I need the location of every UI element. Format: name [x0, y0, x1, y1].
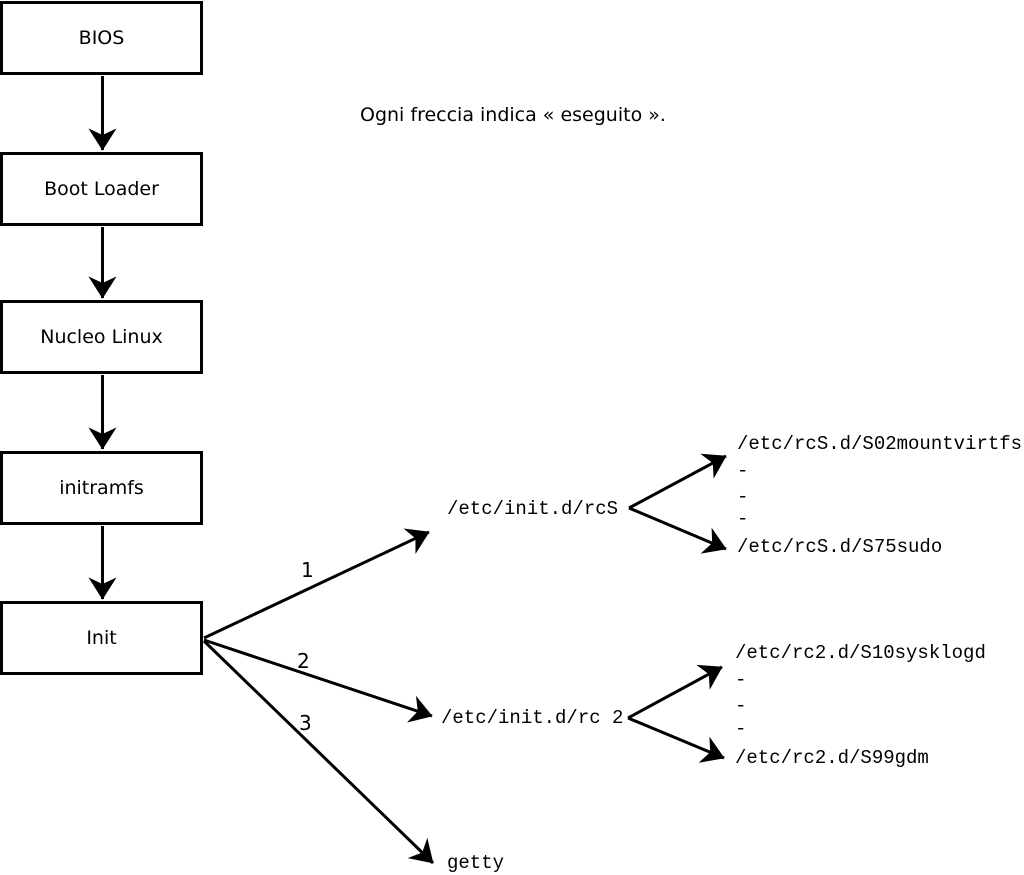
branch-target-getty: getty: [447, 852, 505, 874]
branch-number-3: 3: [299, 711, 312, 735]
dash-item: -: [735, 669, 747, 691]
note-text: Ogni freccia indica « eseguito ».: [360, 104, 666, 126]
dash-item: -: [735, 695, 747, 717]
node-label: Init: [86, 627, 117, 649]
node-label: Nucleo Linux: [40, 326, 163, 348]
node-label: initramfs: [59, 477, 144, 499]
arrow-rcs-fork-top: [628, 453, 727, 510]
arrow-rc2-fork-bottom: [627, 716, 725, 763]
arrow-rc2-fork-top: [627, 664, 723, 720]
arrow-init-getty: [202, 639, 435, 865]
script-rcs-first: /etc/rcS.d/S02mountvirtfs: [737, 433, 1023, 455]
node-init: Init: [0, 601, 203, 675]
dash-item: -: [737, 486, 749, 508]
branch-target-rc2: /etc/init.d/rc 2: [441, 707, 624, 729]
node-linux-kernel: Nucleo Linux: [0, 300, 203, 374]
branch-number-1: 1: [301, 558, 314, 582]
script-rc2-last: /etc/rc2.d/S99gdm: [735, 747, 929, 769]
branch-number-2: 2: [297, 649, 310, 673]
branch-target-rcs: /etc/init.d/rcS: [447, 498, 619, 520]
arrow-init-rcs: [203, 528, 430, 640]
node-boot-loader: Boot Loader: [0, 152, 203, 226]
arrow-init-rc2: [203, 638, 433, 723]
dash-item: -: [737, 508, 749, 530]
arrow-rcs-fork-bottom: [628, 506, 727, 554]
dash-item: -: [735, 718, 747, 740]
dash-item: -: [737, 460, 749, 482]
node-bios: BIOS: [0, 1, 203, 75]
node-label: BIOS: [78, 27, 125, 49]
node-label: Boot Loader: [44, 178, 159, 200]
script-rcs-last: /etc/rcS.d/S75sudo: [737, 536, 943, 558]
node-initramfs: initramfs: [0, 451, 203, 525]
script-rc2-first: /etc/rc2.d/S10sysklogd: [735, 642, 986, 664]
